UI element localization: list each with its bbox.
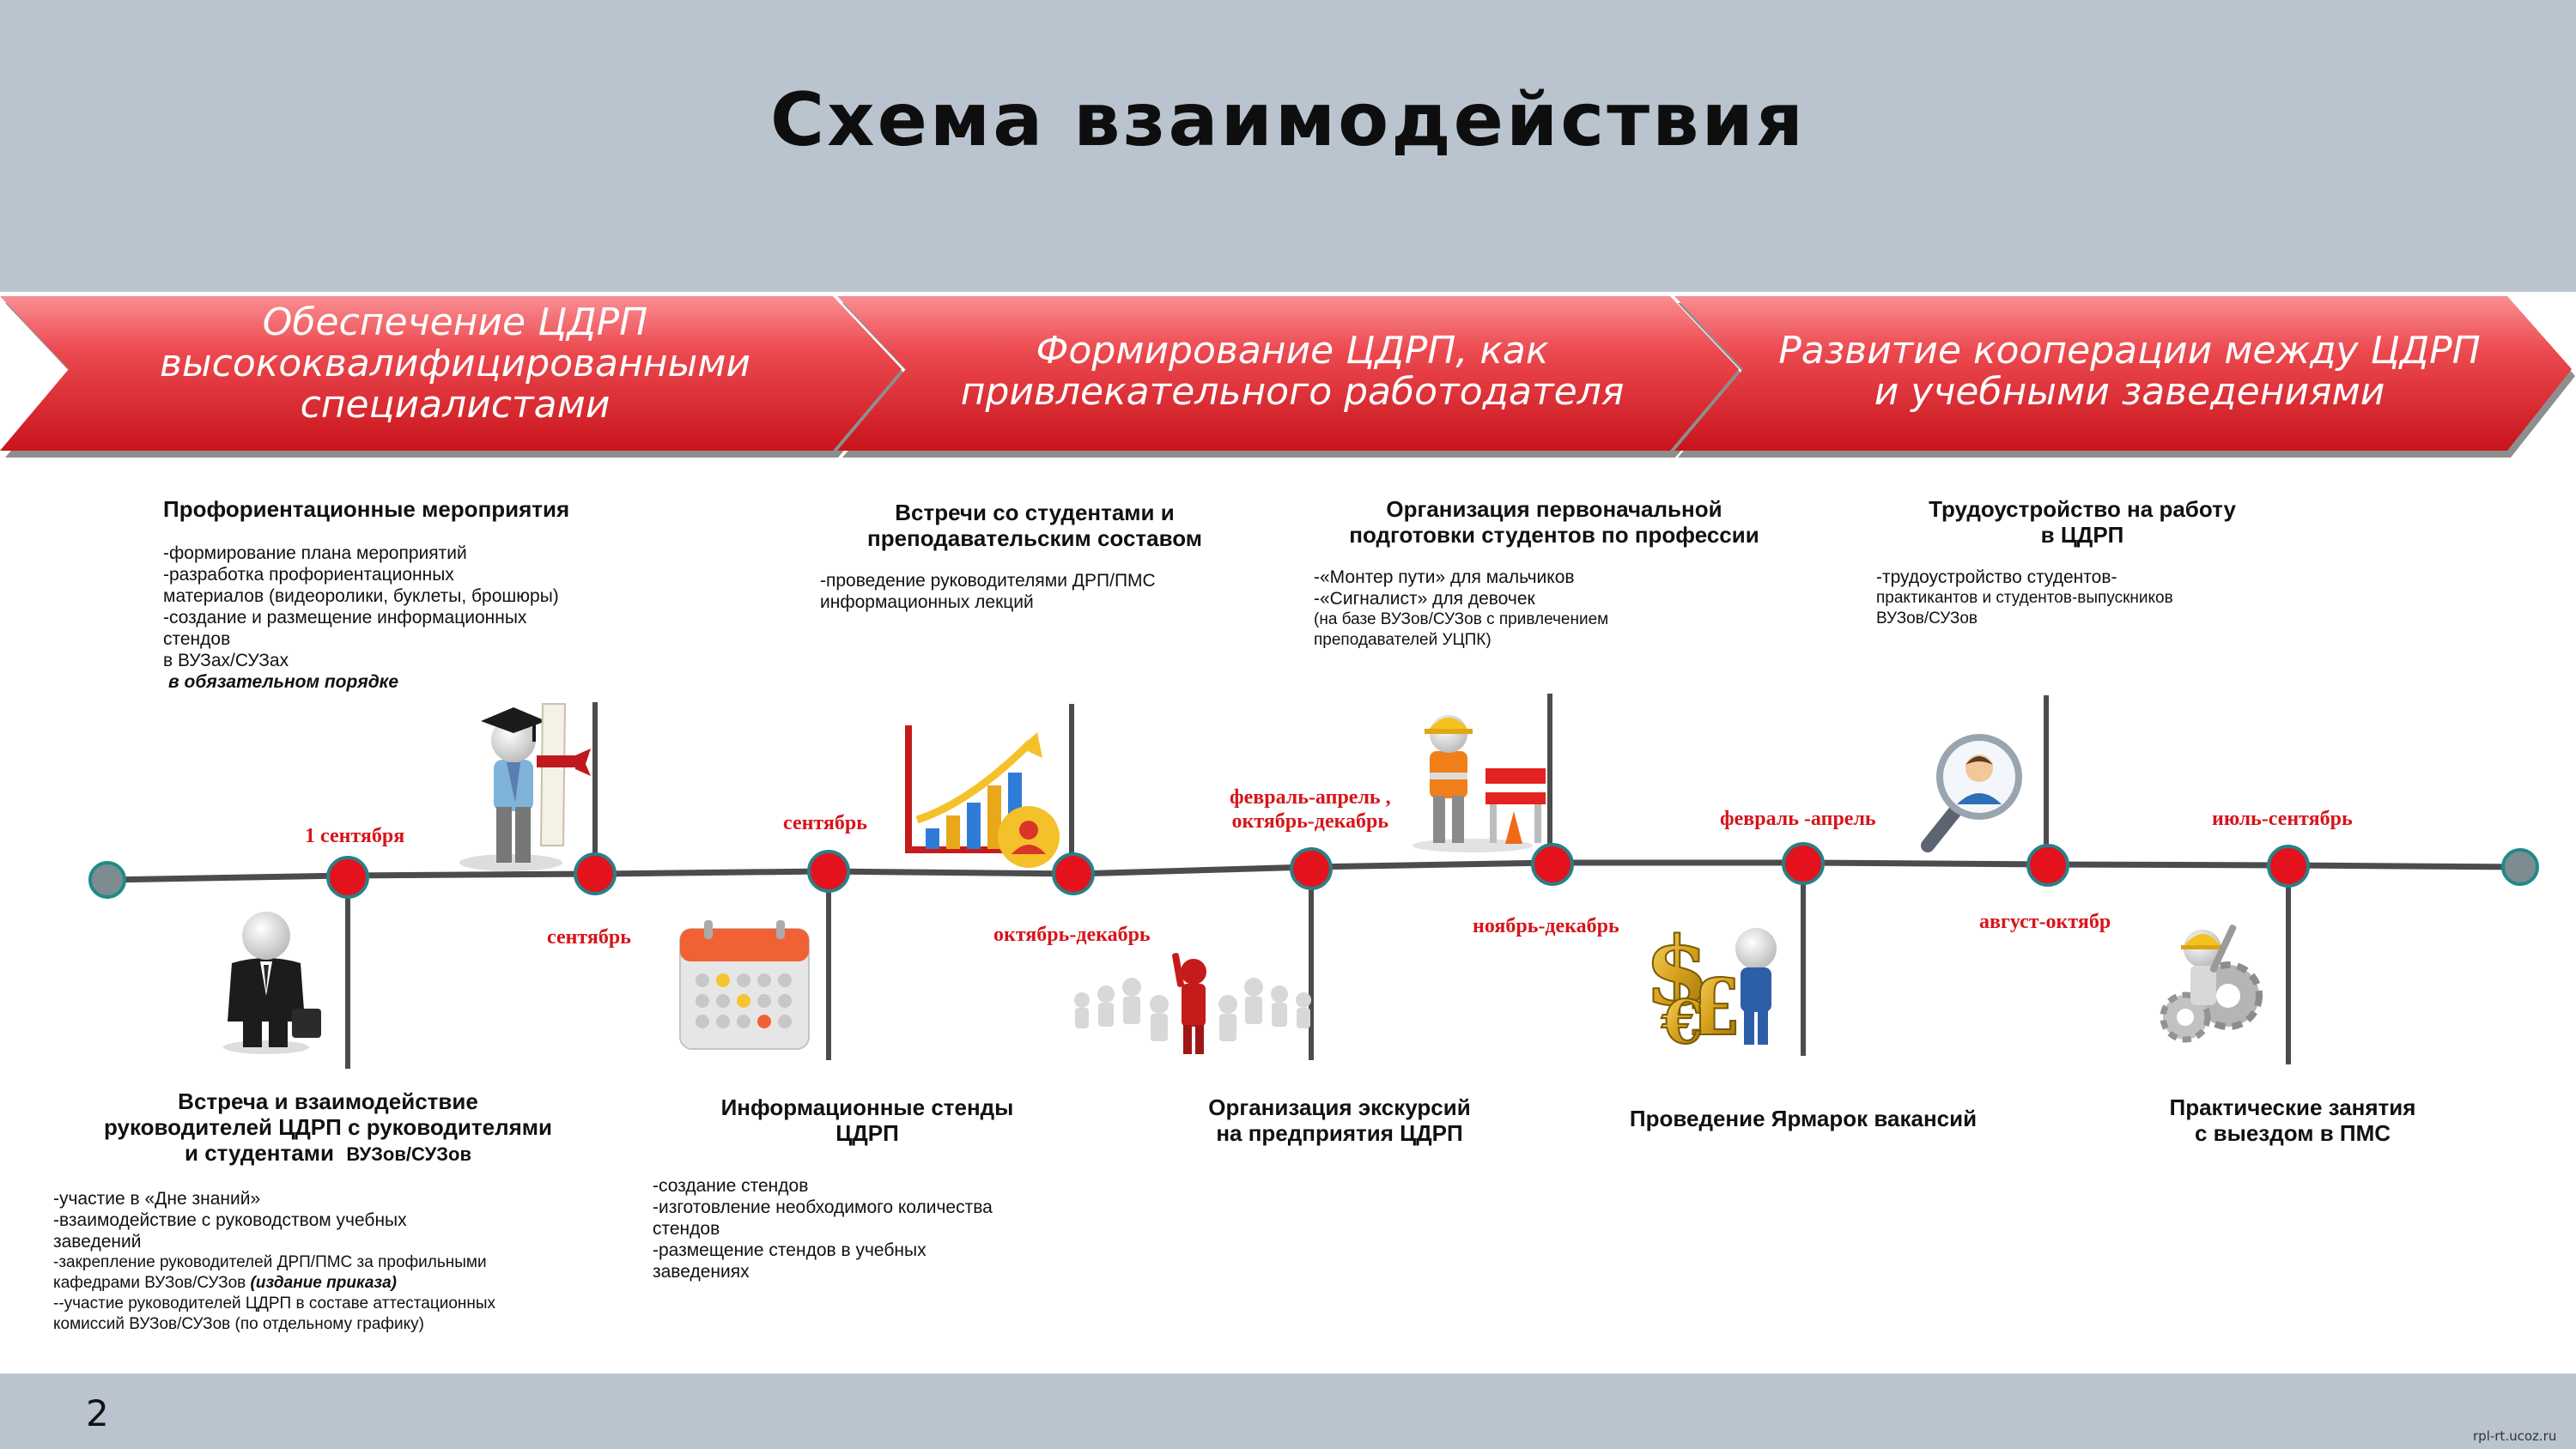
arrow-2-text: Формирование ЦДРП, как привлекательного … <box>960 329 1625 414</box>
footer-band <box>0 1373 2576 1449</box>
text-block-job-fairs: Проведение Ярмарок вакансий <box>1629 1106 1978 1131</box>
text-block-profession-events: Профориентационные мероприятия -формиров… <box>163 496 644 693</box>
date-label-2: сентябрь <box>547 926 631 949</box>
text-block-employment: Трудоустройство на работу в ЦДРП -трудоу… <box>1876 496 2236 627</box>
date-label-7: февраль -апрель <box>1720 808 1876 830</box>
text-block-leaders-meeting: Встреча и взаимодействие руководителей Ц… <box>53 1088 553 1333</box>
magnifier-person-icon <box>1921 734 2022 852</box>
timeline-connectors <box>345 694 2291 1069</box>
block-title: Профориентационные мероприятия <box>163 496 570 522</box>
timeline-nodes <box>326 842 2310 899</box>
slide-title: Схема взаимодействия <box>769 77 1806 163</box>
text-block-excursions: Организация экскурсий на предприятия ЦДР… <box>1208 1094 1471 1146</box>
header-band <box>0 0 2576 292</box>
watermark-text: rpl-rt.ucoz.ru <box>2473 1428 2557 1444</box>
text-block-student-meetings: Встречи со студентами и преподавательски… <box>820 500 1203 612</box>
construction-worker-icon <box>1413 715 1546 852</box>
arrow-1-text: Обеспечение ЦДРП высококвалифицированным… <box>159 300 751 427</box>
date-label-6: ноябрь-декабрь <box>1473 915 1619 937</box>
growth-chart-icon <box>905 725 1060 868</box>
leader-crowd-icon <box>1074 953 1311 1054</box>
graduate-figure-icon <box>459 703 591 871</box>
calendar-icon <box>679 920 810 1050</box>
date-label-9: июль-сентябрь <box>2212 808 2353 830</box>
worker-gears-icon <box>2160 925 2263 1043</box>
currency-symbols-icon: $ £ € <box>1643 915 1777 1058</box>
date-label-1: 1 сентября <box>305 825 405 847</box>
businessman-figure-icon <box>223 912 321 1054</box>
date-label-3: сентябрь <box>783 812 867 834</box>
text-block-practical-classes: Практические занятия с выездом в ПМС <box>2169 1094 2416 1146</box>
text-block-initial-training: Организация первоначальной подготовки ст… <box>1314 496 1759 649</box>
timeline-end-node <box>2501 848 2539 886</box>
date-label-5: февраль-апрель , октябрь-декабрь <box>1230 786 1391 833</box>
page-number: 2 <box>86 1392 109 1434</box>
chevron-arrow-1 <box>0 296 907 458</box>
text-block-info-stands: Информационные стенды ЦДРП -создание сте… <box>653 1094 1014 1282</box>
timeline-start-node <box>88 861 126 899</box>
svg-text:£: £ <box>1687 962 1741 1053</box>
svg-text:$: $ <box>1644 916 1710 1027</box>
chevron-arrow-3 <box>1674 296 2575 458</box>
date-label-4: октябрь-декабрь <box>993 924 1151 946</box>
date-label-8: август-октябр <box>1979 911 2111 933</box>
arrow-3-text: Развитие кооперации между ЦДРП и учебным… <box>1778 329 2481 414</box>
chevron-arrow-2 <box>837 296 1744 458</box>
svg-text:€: € <box>1661 986 1704 1058</box>
